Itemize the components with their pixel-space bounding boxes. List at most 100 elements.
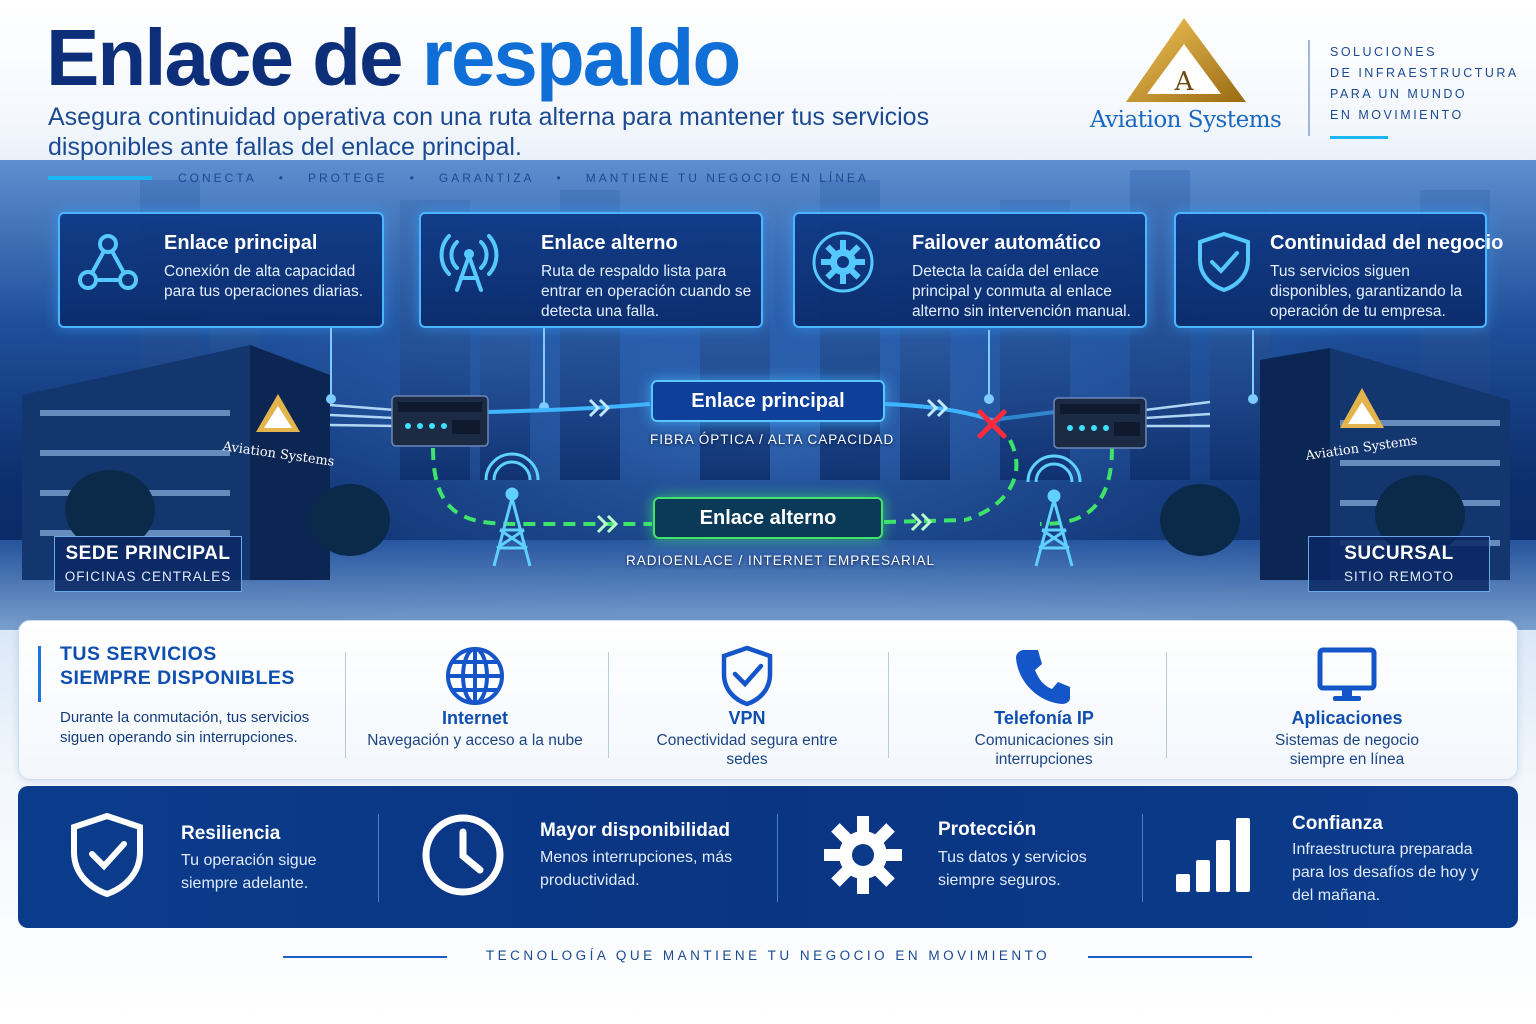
- tagline-item: MANTIENE TU NEGOCIO EN LÍNEA: [585, 171, 869, 185]
- brand-tagline-line: DE INFRAESTRUCTURA: [1330, 66, 1519, 80]
- title-part-1: Enlace de: [46, 13, 404, 102]
- radio-tower-left-icon: [484, 452, 540, 567]
- brand-logo-icon: A: [1126, 18, 1246, 102]
- monitor-icon: [1317, 647, 1377, 701]
- main-link-sub: FIBRA ÓPTICA / ALTA CAPACIDAD: [650, 432, 895, 447]
- branch-sign-text: Aviation Systems: [1304, 433, 1419, 464]
- alt-link-label: Enlace alterno: [653, 497, 883, 539]
- card-failover: Failover automático Detecta la caída del…: [793, 212, 1147, 328]
- card-desc: Tus servicios siguen disponibles, garant…: [1270, 263, 1463, 320]
- card-desc: Detecta la caída del enlace principal y …: [912, 263, 1131, 320]
- service-desc: Sistemas de negocio siempre en línea: [1275, 732, 1419, 768]
- bar-chart-icon: [1176, 818, 1250, 892]
- branch-sub: SITIO REMOTO: [1343, 569, 1454, 584]
- connector-line: [984, 330, 994, 404]
- service-name: Telefonía IP: [994, 708, 1094, 728]
- card-enlace-alterno: Enlace alterno Ruta de respaldo lista pa…: [419, 212, 763, 328]
- service-aplicaciones: Aplicaciones Sistemas de negocio siempre…: [1250, 644, 1444, 769]
- service-vpn: VPN Conectividad segura entre sedes: [652, 644, 842, 769]
- divider: [777, 814, 778, 902]
- brand-tagline: SOLUCIONES DE INFRAESTRUCTURA PARA UN MU…: [1330, 42, 1530, 126]
- benefit-title: Protección: [938, 819, 1037, 840]
- service-telefonia: Telefonía IP Comunicaciones sin interrup…: [946, 644, 1142, 769]
- logo-letter: A: [1174, 67, 1195, 97]
- card-title: Failover automático: [912, 232, 1101, 254]
- services-panel: [18, 620, 1518, 780]
- brand-tagline-line: PARA UN MUNDO: [1330, 87, 1468, 101]
- connector-line: [539, 328, 549, 412]
- gear-icon: [812, 231, 874, 293]
- tagline-item: PROTEGE: [307, 171, 388, 185]
- benefit-title: Mayor disponibilidad: [540, 820, 731, 841]
- services-heading: TUS SERVICIOS SIEMPRE DISPONIBLES: [60, 642, 295, 690]
- alt-link-line: [431, 439, 1114, 526]
- failure-x-icon: [977, 409, 1007, 439]
- benefits-bar: [18, 786, 1518, 928]
- brand-name: Aviation Systems: [1090, 107, 1282, 133]
- shield-check-icon: [71, 812, 143, 898]
- card-desc: Conexión de alta capacidad para tus oper…: [164, 263, 364, 300]
- card-title: Enlace principal: [164, 232, 318, 254]
- title-part-2: respaldo: [421, 13, 741, 102]
- service-desc: Navegación y acceso a la nube: [367, 732, 583, 749]
- footer-line-left: [283, 956, 447, 958]
- card-title: Continuidad del negocio: [1270, 232, 1504, 254]
- footer-tagline: TECNOLOGÍA QUE MANTIENE TU NEGOCIO EN MO…: [485, 948, 1051, 963]
- clock-icon: [422, 814, 504, 896]
- tagline-item: GARANTIZA: [438, 171, 535, 185]
- hq-sign-text: Aviation Systems: [221, 439, 336, 470]
- card-title: Enlace alterno: [541, 232, 678, 254]
- gear-icon: [824, 816, 902, 894]
- benefit-desc: Infraestructura preparada para los desaf…: [1292, 841, 1479, 904]
- accent-line: [48, 176, 152, 180]
- service-name: Internet: [441, 708, 508, 728]
- brand-accent-line: [1330, 136, 1388, 139]
- divider: [1142, 814, 1143, 902]
- hq-sub: OFICINAS CENTRALES: [64, 569, 232, 584]
- services-accent: [38, 646, 41, 702]
- services-heading-line: SIEMPRE DISPONIBLES: [60, 667, 295, 689]
- footer-line-right: [1088, 956, 1252, 958]
- service-desc: Conectividad segura entre sedes: [656, 732, 838, 768]
- benefit-title: Confianza: [1292, 813, 1383, 834]
- router-right-icon: [1053, 397, 1147, 449]
- router-left-icon: [391, 395, 489, 447]
- divider: [888, 652, 889, 758]
- branch-building-sign: Aviation Systems: [1304, 388, 1419, 464]
- header-tagline: CONECTA•PROTEGE•GARANTIZA•MANTIENE TU NE…: [178, 171, 869, 185]
- divider: [378, 814, 379, 902]
- alt-link-sub: RADIOENLACE / INTERNET EMPRESARIAL: [626, 553, 936, 568]
- card-enlace-principal: Enlace principal Conexión de alta capaci…: [58, 212, 384, 328]
- brand-tagline-line: EN MOVIMIENTO: [1330, 108, 1464, 122]
- benefit-desc: Menos interrupciones, más productividad.: [540, 849, 733, 889]
- main-link-label: Enlace principal: [651, 380, 885, 422]
- hq-building-sign: Aviation Systems: [221, 394, 336, 470]
- network-nodes-icon: [78, 234, 138, 290]
- brand-tagline-line: SOLUCIONES: [1330, 45, 1437, 59]
- divider: [1166, 652, 1167, 758]
- brand-separator: [1308, 40, 1310, 136]
- service-name: VPN: [728, 708, 766, 728]
- vpn-shield-icon: [721, 645, 773, 707]
- divider: [608, 652, 609, 758]
- branch-title: SUCURSAL: [1344, 543, 1454, 564]
- services-heading-line: TUS SERVICIOS: [60, 643, 217, 665]
- branch-site-label: SUCURSAL SITIO REMOTO: [1308, 536, 1490, 592]
- benefit-desc: Tus datos y servicios siempre seguros.: [938, 849, 1087, 889]
- connector-line: [1248, 330, 1258, 404]
- benefit-title: Resiliencia: [181, 823, 281, 844]
- hq-title: SEDE PRINCIPAL: [65, 543, 231, 564]
- connector-line: [326, 328, 336, 404]
- card-continuidad: Continuidad del negocio Tus servicios si…: [1174, 212, 1503, 328]
- tagline-item: CONECTA: [178, 171, 257, 185]
- shield-check-icon: [1198, 231, 1250, 293]
- service-name: Aplicaciones: [1291, 708, 1403, 728]
- phone-icon: [1016, 650, 1070, 704]
- services-desc: Durante la conmutación, tus servicios si…: [60, 709, 310, 746]
- service-desc: Comunicaciones sin interrupciones: [974, 732, 1114, 768]
- service-internet: Internet Navegación y acceso a la nube: [360, 644, 590, 750]
- page-subtitle: Asegura continuidad operativa con una ru…: [48, 103, 930, 161]
- divider: [345, 652, 346, 758]
- card-desc: Ruta de respaldo lista para entrar en op…: [541, 263, 752, 320]
